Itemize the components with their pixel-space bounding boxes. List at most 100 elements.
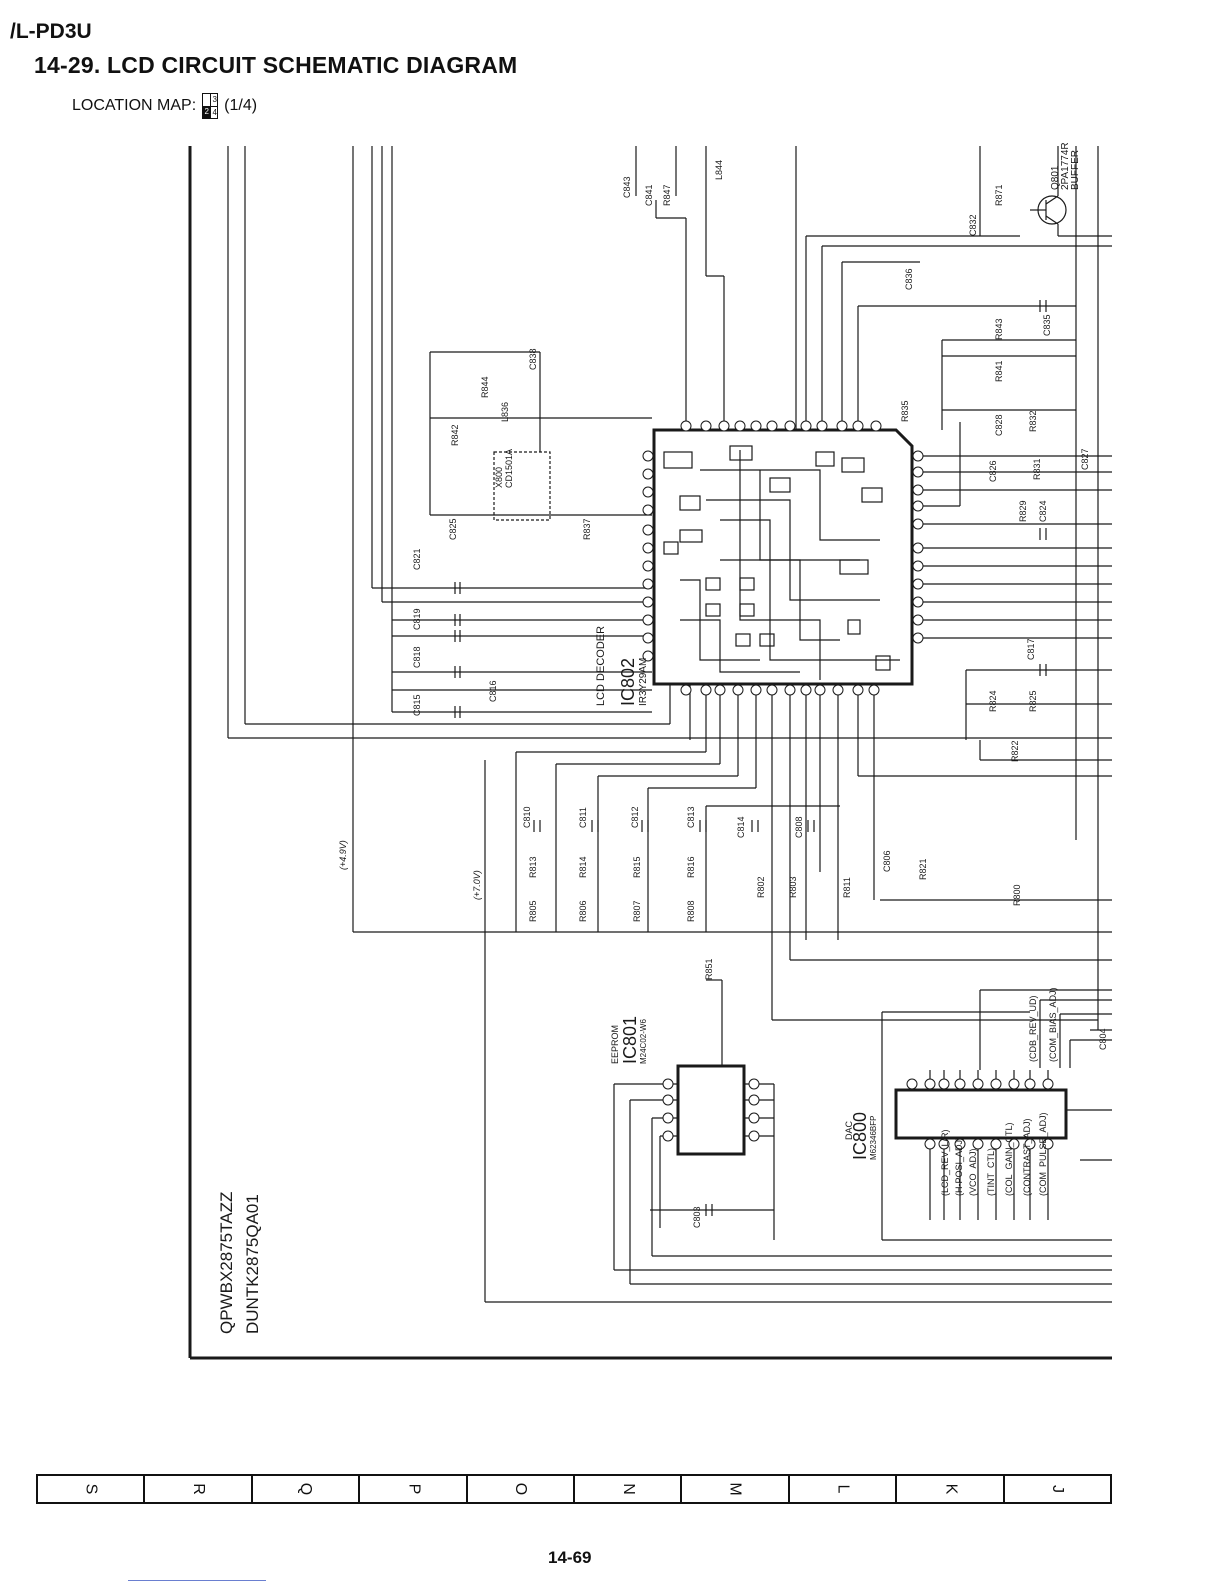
location-cell-2: 2	[203, 106, 211, 118]
label-c810: C810	[522, 806, 532, 828]
dac-signal-4: (TINT_CTL)	[986, 1148, 996, 1196]
zone-m: M	[682, 1476, 790, 1502]
location-map: LOCATION MAP: 3 4 2 (1/4)	[72, 93, 257, 119]
voltage-label-2: (+7.0V)	[472, 870, 482, 900]
label-r851: R851	[704, 958, 714, 980]
zone-strip: S R Q P O N M L K J	[36, 1474, 1112, 1504]
label-r807: R807	[632, 900, 642, 922]
q801-ref: Q801	[1050, 165, 1061, 190]
label-r835: R835	[900, 400, 910, 422]
ic800-desc: DAC	[844, 1120, 854, 1140]
label-c825: C825	[448, 518, 458, 540]
page-number: 14-69	[548, 1548, 592, 1567]
label-r821: R821	[918, 858, 928, 880]
label-l844: L844	[714, 160, 724, 180]
label-c819: C819	[412, 608, 422, 630]
location-cell-3: 3	[210, 94, 218, 106]
label-r829: R829	[1018, 500, 1028, 522]
label-c804: C804	[1098, 1028, 1108, 1050]
label-c818: C818	[412, 646, 422, 668]
label-c843: C843	[622, 176, 632, 198]
ic800-body	[894, 1088, 1068, 1140]
label-r824: R824	[988, 690, 998, 712]
dac-signal-2: (H-POSI_ADJ)	[954, 1137, 964, 1196]
dac-signal-7: (COM_PULSE_ADJ)	[1038, 1112, 1048, 1196]
label-c817: C817	[1026, 638, 1036, 660]
voltage-label-1: (+4.9V)	[338, 840, 348, 870]
label-r815: R815	[632, 856, 642, 878]
label-r802: R802	[756, 876, 766, 898]
label-c838: C838	[528, 348, 538, 370]
dac-signal-3: (VCO_ADJ)	[968, 1148, 978, 1196]
label-c813: C813	[686, 806, 696, 828]
label-r811: R811	[842, 877, 852, 898]
ic800-ref: IC800	[850, 1112, 870, 1160]
zone-q: Q	[253, 1476, 361, 1502]
label-r822: R822	[1010, 740, 1020, 762]
label-c814: C814	[736, 816, 746, 838]
location-fraction: (1/4)	[224, 97, 258, 114]
footer-link-underline	[128, 1580, 266, 1581]
zone-l: L	[790, 1476, 898, 1502]
label-r808: R808	[686, 900, 696, 922]
label-c824: C824	[1038, 500, 1048, 522]
label-r806: R806	[578, 900, 588, 922]
label-c841: C841	[644, 184, 654, 206]
label-r871: R871	[994, 184, 1004, 206]
page-title: 14-29. LCD CIRCUIT SCHEMATIC DIAGRAM	[34, 52, 518, 78]
label-r825: R825	[1028, 690, 1038, 712]
location-map-label: LOCATION MAP:	[72, 97, 197, 114]
ic801-part: M24C02-W6	[639, 1019, 648, 1064]
model-label: /L-PD3U	[10, 20, 92, 43]
dac-signal-8: (CDB_REV_UD)	[1028, 995, 1038, 1062]
ic802-desc: LCD DECODER	[595, 626, 607, 706]
label-r813: R813	[528, 856, 538, 878]
ic802-body	[652, 428, 914, 686]
location-cell-4: 4	[210, 106, 219, 119]
label-c816: C816	[488, 680, 498, 702]
label-c832: C832	[968, 214, 978, 236]
label-r803: R803	[788, 876, 798, 898]
label-r831: R831	[1032, 458, 1042, 480]
label-c815: C815	[412, 694, 422, 716]
label-c811: C811	[578, 807, 588, 828]
ic801-ref: IC801	[620, 1016, 640, 1064]
ic802-ref: IC802	[618, 658, 638, 706]
x800-ref: X800	[494, 467, 504, 488]
ic802-part: IR3Y29AM	[638, 658, 649, 706]
dac-signal-6: (CONTRAST_ADJ)	[1022, 1118, 1032, 1196]
pcb-part-2: DUNTK2875QA01	[243, 1194, 262, 1334]
label-r844: R844	[480, 376, 490, 398]
label-c812: C812	[630, 806, 640, 828]
label-c808: C808	[794, 816, 804, 838]
zone-p: P	[360, 1476, 468, 1502]
label-r816: R816	[686, 856, 696, 878]
label-r841: R841	[994, 360, 1004, 382]
label-c828: C828	[994, 414, 1004, 436]
label-r814: R814	[578, 856, 588, 878]
zone-o: O	[468, 1476, 576, 1502]
zone-r: R	[145, 1476, 253, 1502]
label-r832: R832	[1028, 410, 1038, 432]
label-c835: C835	[1042, 314, 1052, 336]
pcb-part-1: QPWBX2875TAZZ	[217, 1192, 236, 1334]
label-c826: C826	[988, 460, 998, 482]
ic801-desc: EEPROM	[610, 1025, 620, 1064]
label-r800: R800	[1012, 884, 1022, 906]
dac-signal-5: (COL_GAIN_CTL)	[1004, 1122, 1014, 1196]
label-l836: L836	[500, 402, 510, 422]
dac-signal-9: (COM_BIAS_ADJ)	[1048, 987, 1058, 1062]
label-c803: C803	[692, 1206, 702, 1228]
zone-n: N	[575, 1476, 683, 1502]
label-r805: R805	[528, 900, 538, 922]
zone-k: K	[897, 1476, 1005, 1502]
x800-part: CD1501A	[504, 449, 514, 488]
label-c806: C806	[882, 850, 892, 872]
dac-signal-1: (LCD_REV_L/R)	[940, 1129, 950, 1196]
label-c827: C827	[1080, 448, 1090, 470]
label-r837: R837	[582, 518, 592, 540]
q801-desc: BUFFER	[1070, 150, 1081, 190]
label-c836: C836	[904, 268, 914, 290]
zone-j: J	[1049, 1485, 1067, 1493]
